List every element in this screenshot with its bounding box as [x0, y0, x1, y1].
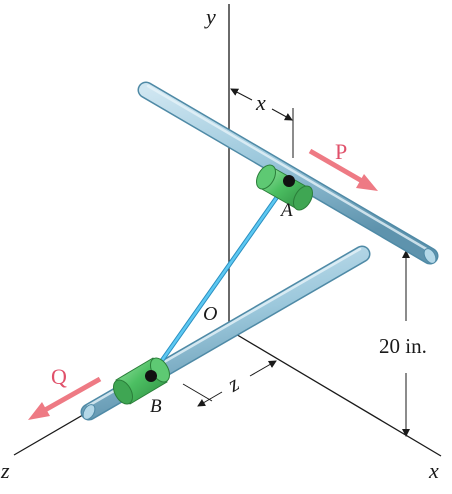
upper-rod [137, 81, 439, 265]
force-arrow-p [308, 148, 378, 191]
dim-height-label: 20 in. [379, 334, 427, 358]
link-ab-highlight [149, 178, 291, 378]
collar-b [113, 357, 170, 405]
collar-a-label: A [281, 200, 293, 221]
collar-b-label: B [150, 396, 162, 417]
collar-a [256, 164, 313, 211]
dim-x-label: x [256, 90, 266, 115]
dim-z-ext-line [182, 383, 213, 402]
pin-b [145, 370, 157, 382]
force-p-label: P [335, 139, 348, 164]
force-q-label: Q [51, 364, 67, 389]
origin-label: O [203, 303, 218, 325]
axis-x-label: x [429, 458, 439, 483]
dim-z-arrow-left [197, 391, 223, 407]
dim-x-arrow-left [230, 88, 253, 101]
pin-a [283, 175, 295, 187]
axis-z-label: z [1, 458, 10, 483]
force-arrow-q [28, 376, 102, 420]
dim-z-arrow-right [249, 360, 277, 377]
axis-y-label: y [206, 4, 216, 29]
dim-x-arrow-right [271, 108, 293, 121]
